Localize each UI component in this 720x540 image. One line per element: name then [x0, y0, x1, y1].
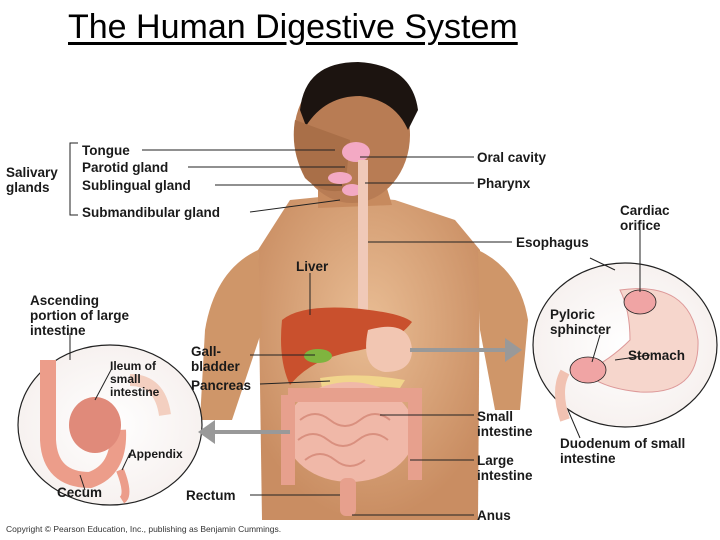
label-submandibular-gland: Submandibular gland — [82, 205, 221, 220]
label-appendix: Appendix — [128, 447, 183, 461]
label-anus: Anus — [477, 508, 511, 523]
arrow-to-stomach-inset — [410, 338, 522, 362]
leader-lines — [69, 142, 651, 516]
label-ileum: Ileum of small intestine — [110, 359, 160, 399]
liver-shape — [281, 307, 412, 385]
parotid-gland — [342, 142, 370, 162]
label-duodenum: Duodenum of small intestine — [560, 436, 686, 466]
label-gallbladder: Gall- bladder — [191, 344, 240, 374]
label-small-intestine: Small intestine — [477, 409, 533, 439]
arrow-to-cecum-inset — [198, 420, 290, 444]
label-pyloric-sphincter: Pyloric sphincter — [550, 307, 611, 337]
large-intestine-shape — [281, 388, 422, 485]
rectum-shape — [340, 478, 356, 516]
inset-colon — [40, 360, 127, 489]
gallbladder-shape — [304, 349, 332, 363]
inset-duodenum — [555, 369, 570, 422]
label-oral-cavity: Oral cavity — [477, 150, 547, 165]
label-stomach: Stomach — [628, 348, 686, 363]
left-arm — [200, 250, 262, 420]
submandibular-gland — [342, 184, 362, 196]
small-intestine-shape — [285, 382, 415, 482]
inset-pyloric — [569, 356, 607, 384]
label-parotid-gland: Parotid gland — [82, 160, 169, 175]
copyright-notice: Copyright © Pearson Education, Inc., pub… — [6, 524, 282, 534]
esophagus-tube — [358, 160, 368, 330]
label-large-intestine: Large intestine — [477, 453, 533, 483]
label-esophagus: Esophagus — [516, 235, 589, 250]
label-ascending-colon: Ascending portion of large intestine — [30, 293, 129, 338]
label-sublingual-gland: Sublingual gland — [82, 178, 191, 193]
label-cecum: Cecum — [57, 485, 103, 500]
label-rectum: Rectum — [186, 488, 236, 503]
sublingual-gland — [328, 172, 352, 184]
label-salivary-glands: Salivary glands — [6, 165, 58, 195]
inset-stomach — [584, 288, 699, 393]
stomach-shape — [366, 326, 412, 372]
intestine-coils — [297, 413, 391, 467]
label-tongue: Tongue — [82, 143, 130, 158]
label-pancreas: Pancreas — [191, 378, 252, 393]
page-title: The Human Digestive System — [68, 8, 518, 46]
label-liver: Liver — [296, 259, 329, 274]
label-cardiac-orifice: Cardiac orifice — [620, 203, 670, 233]
hair — [300, 62, 418, 130]
label-pharynx: Pharynx — [477, 176, 531, 191]
right-arm — [478, 250, 528, 410]
inset-appendix — [116, 468, 130, 504]
inset-ileum-loop — [129, 374, 171, 417]
inset-ileum — [69, 397, 121, 453]
